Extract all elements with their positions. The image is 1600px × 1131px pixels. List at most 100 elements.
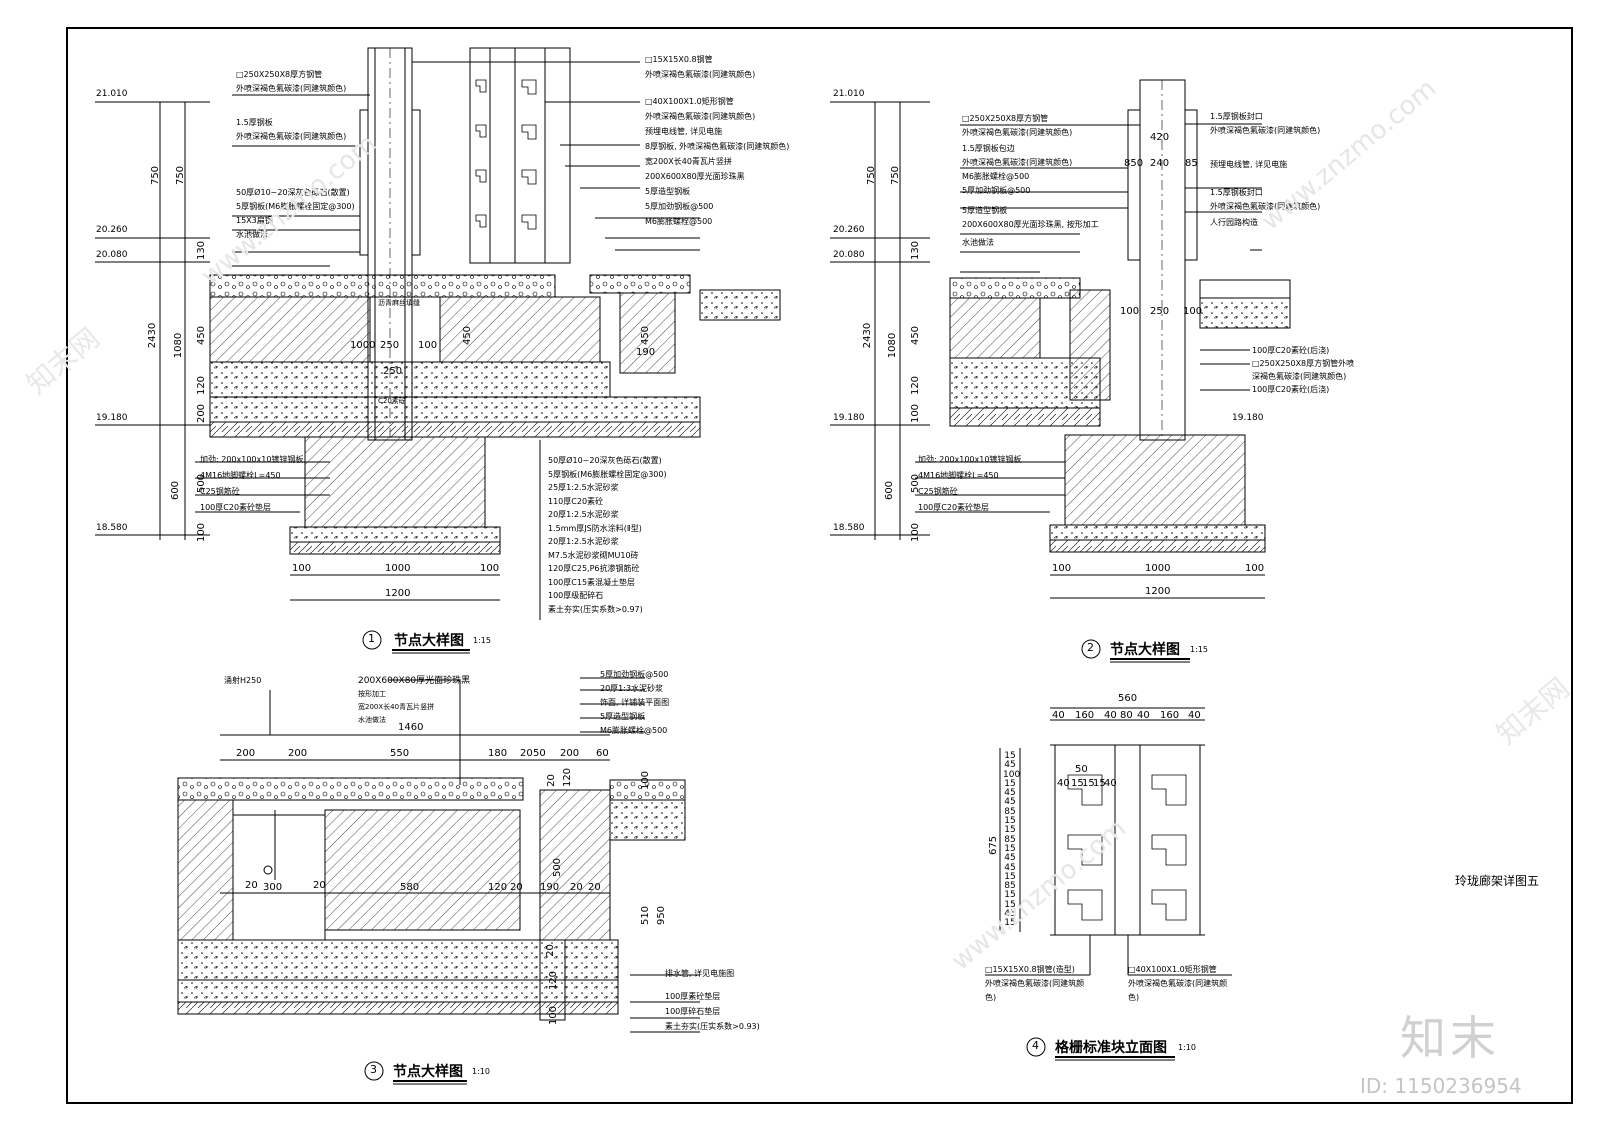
d2-dim-top-3: 85 <box>1185 158 1198 169</box>
d1-note-c20: C20素砼 <box>378 397 406 405</box>
watermark-id: ID: 1150236954 <box>1360 1074 1522 1098</box>
watermark-logo: 知末 <box>1400 1011 1500 1065</box>
d2-title-num: 2 <box>1087 641 1094 654</box>
d4-dim-top-6: 160 <box>1160 710 1180 721</box>
d2-notes-right-lower: 100厚C20素砼(后浇) □250X250X8厚方钢管外喷深褐色氟碳漆(同建筑… <box>1252 346 1355 394</box>
d3-title-num: 3 <box>370 1063 377 1076</box>
d1-notes-bottom-left: 加劲: 200x100x10镀锌钢板 4M16地脚螺栓L=450 C25钢筋砼 … <box>200 455 304 512</box>
d4-dim-top-4: 80 <box>1120 710 1133 721</box>
d1-dim-left-7: 200 <box>196 403 208 424</box>
d1-dim-bottom-0: 100 <box>292 563 312 574</box>
d3-dim-right-3: 500 <box>552 857 564 878</box>
d4-dim-top-2: 160 <box>1075 710 1095 721</box>
d4-dim-top-0: 560 <box>1118 693 1138 704</box>
d4-notes-bottom-left: □15X15X0.8钢管(造型) 外喷深褐色氟碳漆(同建筑颜色) <box>985 965 1085 1002</box>
d1-notes-top-right: □15X15X0.8钢管 外喷深褐色氟碳漆(同建筑颜色) □40X100X1.0… <box>645 55 790 226</box>
d2-elev-3: 19.180 <box>833 413 865 423</box>
d3-dim-inner-0: 20 <box>245 880 258 891</box>
d1-dim-left-10: 100 <box>196 522 208 543</box>
d3-dim-inner-6: 190 <box>540 882 560 893</box>
d3-dim-top-0: 1460 <box>398 722 424 733</box>
d3-dim-top-7: 200 <box>560 748 580 759</box>
d3-dim-right-2: 100 <box>640 770 652 791</box>
d1-dim-left-3: 1080 <box>173 332 185 359</box>
d3-notes-top: 200X600X80厚光面珍珠黑 按形加工 宽200X长40青瓦片竖拼 水池做法 <box>358 676 471 724</box>
detail-1 <box>95 47 781 654</box>
d4-dim-inner-3: 15 <box>1082 778 1095 789</box>
d2-dim-left-7: 100 <box>910 403 922 424</box>
d3-dim-inner-7: 20 <box>570 882 583 893</box>
d3-dim-top-8: 60 <box>596 748 609 759</box>
detail-3 <box>177 677 700 1085</box>
d4-dim-top-3: 40 <box>1104 710 1117 721</box>
d2-dim-left-6: 120 <box>910 375 922 396</box>
d3-dim-inner-2: 20 <box>313 880 326 891</box>
d4-dim-inner-5: 40 <box>1104 778 1117 789</box>
d1-dim-left-0: 750 <box>150 165 162 186</box>
d4-dim-inner-2: 15 <box>1071 778 1084 789</box>
d2-elev-1: 20.260 <box>833 225 865 235</box>
d4-dims-left-stack: 15 45 100 15 45 45 85 15 15 85 15 45 45 … <box>1003 751 1021 929</box>
d2-dim-bottom-3: 1200 <box>1145 586 1171 597</box>
d1-dim-left-4: 130 <box>196 240 208 261</box>
d1-elev-4: 18.580 <box>96 523 128 533</box>
d1-notes-top-left: □250X250X8厚方钢管 外喷深褐色氟碳漆(同建筑颜色) 1.5厚钢板 外喷… <box>236 70 355 239</box>
d3-dim-top-5: 20 <box>520 748 533 759</box>
d3-notes-bottom: 排水管, 详见电施图 100厚素砼垫层 100厚碎石垫层 素土夯实(压实系数>0… <box>665 969 760 1031</box>
d3-dim-right-5: 950 <box>656 905 668 926</box>
d4-dim-top-1: 40 <box>1052 710 1065 721</box>
d1-dim-bottom-1: 1000 <box>385 563 411 574</box>
watermark-site-3: www.znzmo.com <box>945 813 1133 977</box>
d1-notes-bottom-right: 50厚Ø10~20深灰色砾石(散置) 5厚钢板(M6膨胀螺栓固定@300) 25… <box>548 456 667 614</box>
d2-dim-inner-1: 250 <box>1150 306 1170 317</box>
d1-elev-1: 20.260 <box>96 225 128 235</box>
d2-elev-5: 19.180 <box>1232 413 1264 423</box>
d2-dim-left-0: 750 <box>866 165 878 186</box>
d1-dim-inner-5: 450 <box>640 325 652 346</box>
d3-dim-inner-8: 20 <box>588 882 601 893</box>
d1-dim-left-2: 2430 <box>147 322 159 349</box>
d3-scale: 1:10 <box>472 1067 490 1076</box>
d4-dim-inner-4: 15 <box>1093 778 1106 789</box>
d1-dim-left-5: 450 <box>196 325 208 346</box>
d2-dim-top-0: 420 <box>1150 132 1170 143</box>
d4-scale: 1:10 <box>1178 1043 1196 1052</box>
d1-dim-inner-6: 190 <box>636 347 656 358</box>
d3-dim-right-6: 20 <box>544 944 556 957</box>
d2-dim-bottom-0: 100 <box>1052 563 1072 574</box>
watermark-brand-1: 知末网 <box>20 321 106 401</box>
d2-dim-left-10: 100 <box>910 522 922 543</box>
d1-dim-inner-1: 250 <box>380 340 400 351</box>
d4-dim-inner-0: 50 <box>1075 764 1088 775</box>
d1-dim-inner-4: 450 <box>462 325 474 346</box>
d1-dim-left-6: 120 <box>196 375 208 396</box>
d1-dim-left-8: 600 <box>170 480 182 501</box>
d1-dim-left-1: 750 <box>175 165 187 186</box>
d3-dim-inner-3: 580 <box>400 882 420 893</box>
d3-dim-right-4: 510 <box>640 905 652 926</box>
d3-dim-top-3: 550 <box>390 748 410 759</box>
d1-elev-3: 19.180 <box>96 413 128 423</box>
d4-dim-top-7: 40 <box>1188 710 1201 721</box>
detail-4 <box>985 707 1232 1061</box>
d3-dim-right-1: 120 <box>562 767 574 788</box>
d3-dim-right-0: 20 <box>545 774 557 787</box>
d1-dim-inner-2: 100 <box>418 340 438 351</box>
d3-dim-top-2: 200 <box>288 748 308 759</box>
sheet-title: 玲珑廊架详图五 <box>1455 874 1540 888</box>
d4-dim-inner-1: 40 <box>1057 778 1070 789</box>
d3-dim-right-7: 120 <box>548 970 560 991</box>
d2-elev-2: 20.080 <box>833 250 865 260</box>
d1-title-num: 1 <box>368 632 375 645</box>
d2-elev-0: 21.010 <box>833 89 865 99</box>
d1-title: 节点大样图 <box>394 633 464 649</box>
d3-dim-inner-1: 300 <box>263 882 283 893</box>
d2-dim-top-1: 850 <box>1124 158 1144 169</box>
detail-2 <box>830 79 1291 663</box>
d2-dim-left-1: 750 <box>890 165 902 186</box>
d2-dim-left-5: 450 <box>910 325 922 346</box>
d2-notes-bottom: 加劲: 200x100x10镀锌钢板 4M16地脚螺栓L=450 C25钢筋砼 … <box>918 455 1022 512</box>
d3-dim-top-1: 200 <box>236 748 256 759</box>
d1-elev-0: 21.010 <box>96 89 128 99</box>
